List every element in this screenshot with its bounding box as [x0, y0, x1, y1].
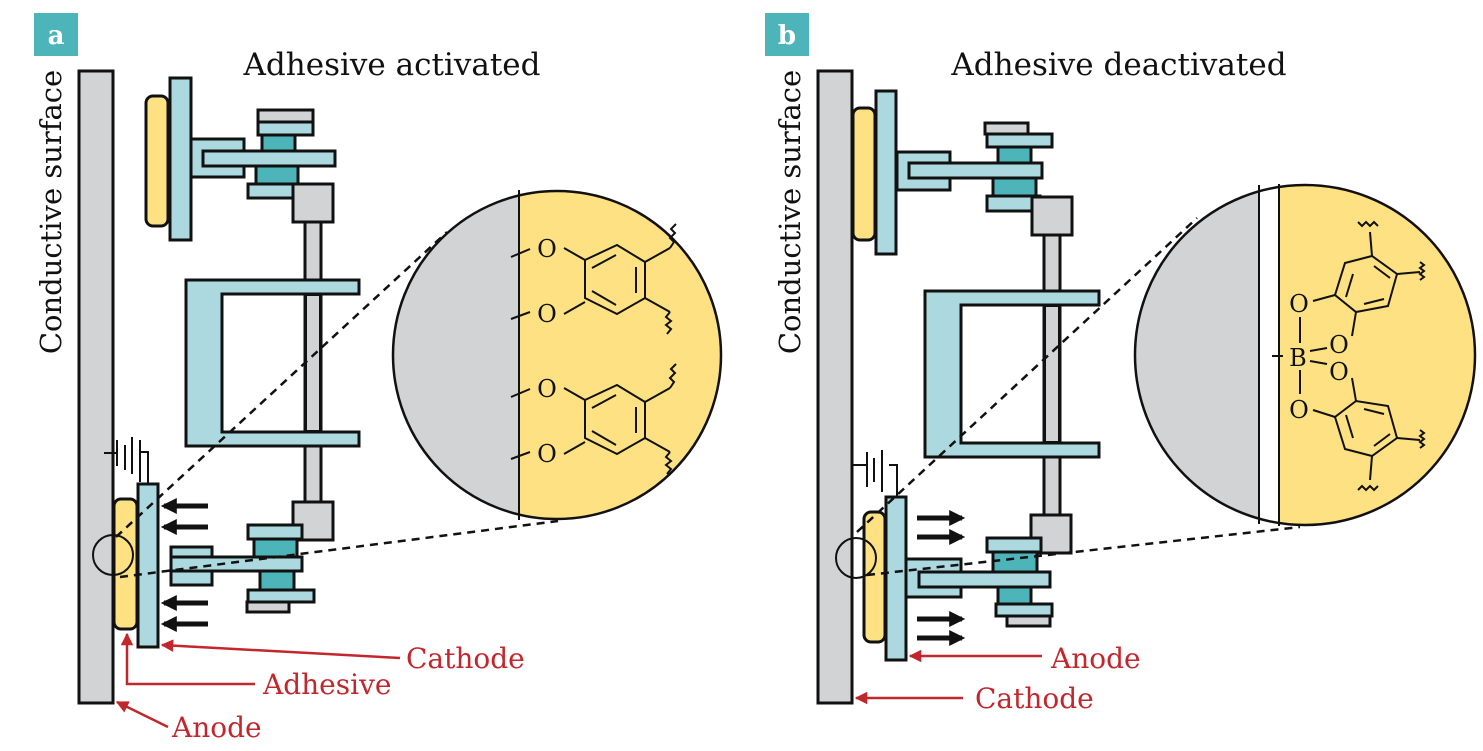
panel-tag-label: b — [778, 21, 796, 51]
oxygen-atom: O — [537, 440, 557, 468]
conductive-surface-label: Conductive surface — [773, 70, 807, 354]
catechol-group-bound — [510, 363, 677, 475]
nut-top-2 — [254, 164, 300, 186]
nut-bottom-2 — [996, 585, 1033, 606]
panel-tag-b: b — [765, 13, 809, 56]
conductive-surface-label: Conductive surface — [34, 70, 68, 354]
screw-cap-top — [983, 121, 1030, 136]
c-clamp-frame — [923, 289, 1101, 459]
panel-tag-a: a — [34, 13, 78, 56]
clamp-arm-top — [201, 149, 337, 168]
oxygen-atom: O — [537, 300, 557, 328]
zoom-region-marker — [92, 534, 134, 576]
panel-b: b Adhesive deactivated Conductive surfac… — [765, 13, 1477, 715]
callouts-b: Anode Cathode — [854, 642, 1141, 715]
nut-washer-bottom-1 — [246, 523, 304, 541]
zoom-region-marker — [835, 537, 877, 579]
zoom-guide-line-bottom — [119, 519, 559, 579]
adhesive-pad-top — [851, 106, 877, 242]
nut-washer-top-1 — [985, 132, 1054, 149]
nut-top-1 — [260, 133, 297, 153]
battery-icon — [853, 450, 898, 497]
anode-label: Anode — [1050, 642, 1141, 675]
zoom-guide-line-bottom — [866, 525, 1301, 577]
panel-tag-label: a — [48, 21, 65, 51]
screw-cap-bottom — [245, 600, 291, 614]
zoom-guide-line-top — [856, 217, 1198, 533]
nut-bottom-2 — [258, 569, 296, 592]
callout-arrow — [120, 632, 255, 686]
conductive-surface — [77, 69, 115, 705]
screw-rod-inner — [305, 294, 321, 432]
panel-title: Adhesive deactivated — [950, 47, 1286, 83]
screw-rod-inner — [1044, 305, 1060, 443]
adhesive-pad-bottom — [112, 497, 139, 631]
nut-washer-top-1 — [256, 120, 315, 137]
cathode-label: Cathode — [406, 642, 525, 675]
screw-cap-top — [256, 108, 315, 124]
catechol-group-bound — [510, 223, 677, 335]
screw-cap-bottom — [1005, 614, 1052, 628]
oxygen-atom: O — [1329, 331, 1349, 359]
screw-block-top — [291, 182, 335, 224]
molecular-inset-a: O O O O — [391, 189, 723, 521]
screw-block-bottom — [291, 500, 335, 542]
oxygen-atom: O — [1289, 396, 1309, 424]
conductive-surface — [816, 69, 854, 705]
clamp-arm-bottom — [917, 570, 1052, 589]
nut-bottom-1 — [991, 550, 1039, 574]
zoom-guide-line-top — [115, 231, 448, 538]
callouts-a: Cathode Adhesive Anode — [115, 632, 525, 744]
clamp-plate-top — [168, 76, 193, 242]
panel-a: a Adhesive activated Conductive surface — [34, 13, 723, 744]
molecular-inset-b: O B O O O — [1133, 183, 1477, 527]
callout-arrow — [115, 700, 169, 729]
panel-tag-background — [765, 13, 809, 56]
panel-title: Adhesive activated — [243, 47, 541, 83]
panel-tag-background — [34, 13, 78, 56]
boron-atom: B — [1289, 344, 1307, 372]
oxygen-atom: O — [537, 235, 557, 263]
anode-label: Anode — [171, 711, 262, 744]
force-arrows-right — [917, 509, 966, 647]
oxygen-atom: O — [1289, 290, 1309, 318]
anode-plate — [884, 495, 908, 662]
battery-icon — [104, 437, 149, 484]
nut-top-1 — [996, 145, 1033, 165]
clamp-plate-top — [874, 89, 898, 256]
nut-washer-bottom-2 — [994, 602, 1054, 618]
boronate-ester-structure — [1272, 220, 1426, 492]
screw-block-top — [1030, 195, 1074, 237]
oxygen-atom: O — [1329, 358, 1349, 386]
cathode-label: Cathode — [975, 682, 1094, 715]
nut-top-2 — [991, 176, 1038, 198]
adhesive-label: Adhesive — [262, 668, 391, 701]
force-arrows-left — [160, 497, 208, 633]
nut-washer-bottom-2 — [246, 588, 316, 604]
adhesive-pad-top — [144, 94, 170, 228]
oxygen-atom: O — [537, 375, 557, 403]
adhesive-pad-bottom — [862, 510, 887, 644]
nut-washer-bottom-1 — [985, 536, 1043, 554]
c-clamp-frame — [184, 278, 361, 448]
callout-arrow — [160, 639, 401, 660]
clamp-arm-top — [907, 161, 1044, 180]
